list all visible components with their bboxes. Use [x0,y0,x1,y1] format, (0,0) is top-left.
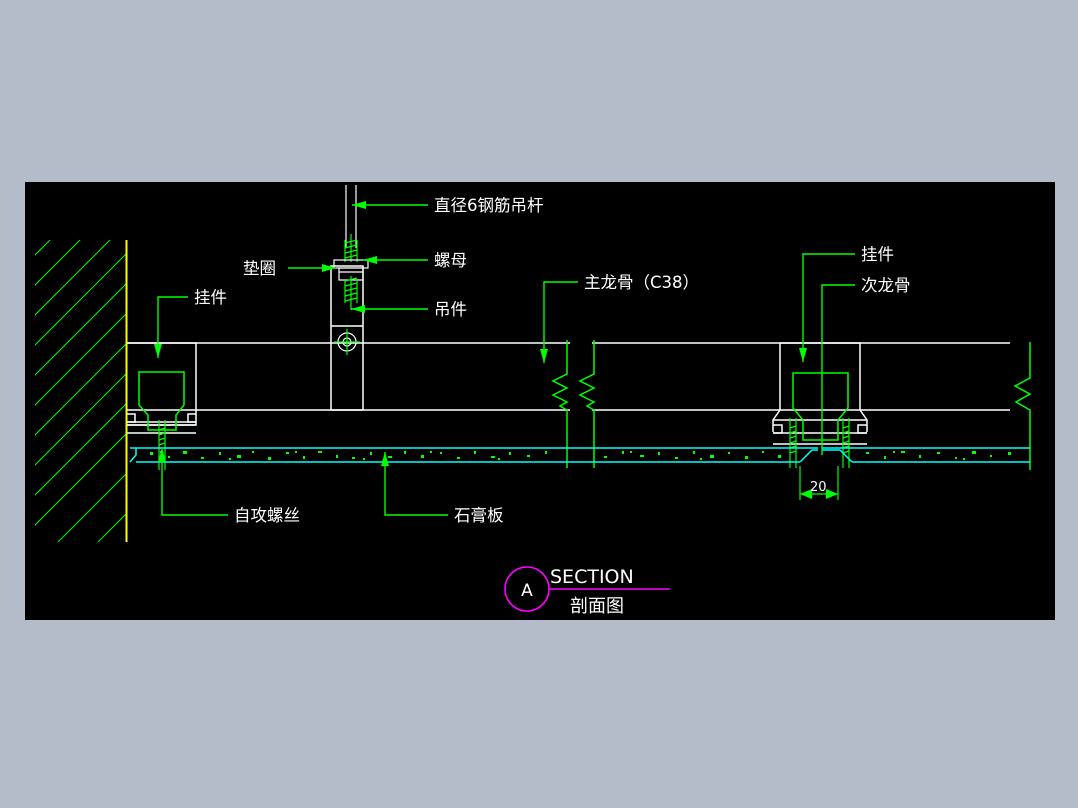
section-title-cn: 剖面图 [570,596,624,617]
secondary-runner-profile-left [138,371,185,431]
leader-hanger-rod [352,201,428,209]
label-nut: 螺母 [434,251,467,270]
break-line-left [551,340,569,468]
label-main-runner: 主龙骨（C38） [584,273,699,292]
leader-secondary-runner [821,284,855,455]
dimension-20-text: 20 [810,480,827,495]
drawing-canvas [25,182,1055,620]
label-secondary-runner: 次龙骨 [861,276,911,295]
label-wall-clip: 挂件 [194,288,227,307]
board-speckle-hatch [150,451,1011,460]
leader-hanger-piece [351,305,428,313]
thread-lower [344,276,358,310]
right-clip [772,342,868,468]
label-washer: 垫圈 [243,259,276,278]
section-title-en: SECTION [550,566,634,588]
label-hanger-rod: 直径6钢筋吊杆 [434,196,544,215]
thread-upper [344,234,358,262]
hanger-bracket [330,265,364,411]
label-hanger-piece: 吊件 [434,300,467,319]
label-gypsum-board: 石膏板 [454,505,504,525]
hanger-rod-assembly [330,185,369,411]
threaded-rod [345,185,357,248]
wall-side-clip [127,342,197,470]
dimension-20: 20 [799,466,839,500]
leader-main-runner [540,281,578,363]
gypsum-board [129,447,1030,463]
leader-self-tapping-screw [158,448,228,516]
screw-right-a [789,418,797,468]
section-bubble-label: A [521,581,533,601]
wall-hatch [35,240,127,542]
leader-nut [363,256,428,264]
break-line-far-right [1013,342,1032,470]
label-self-tapping-screw: 自攻螺丝 [234,506,300,525]
leader-clip-right [799,253,855,362]
secondary-runner-profile [792,372,849,441]
section-title-block: A SECTION 剖面图 [504,566,670,617]
leader-gypsum-board [381,452,448,516]
concrete-wall [35,240,128,542]
break-line-right [578,340,596,468]
leader-washer [288,264,336,272]
leader-wall-clip [154,296,188,358]
bolt-crosshair-icon [334,329,360,355]
label-clip-right: 挂件 [861,245,894,264]
